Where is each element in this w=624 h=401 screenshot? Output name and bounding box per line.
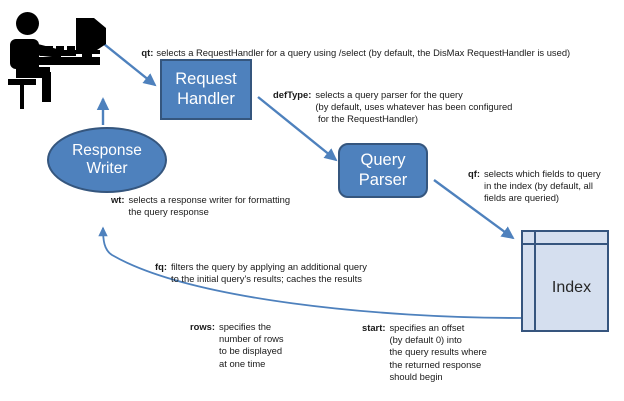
annotation-qf-body: selects which fields to query in the ind… xyxy=(483,168,601,204)
annotation-rows: rows: specifies the number of rows to be… xyxy=(190,321,284,370)
annotation-qt-body: selects a RequestHandler for a query usi… xyxy=(156,47,571,59)
node-response-writer[interactable]: Response Writer xyxy=(47,127,167,193)
connector-query-parser-to-index xyxy=(433,179,515,240)
index-label: Index xyxy=(551,278,592,296)
annotation-qf: qf: selects which fields to query in the… xyxy=(468,168,601,205)
node-query-parser-line2: Parser xyxy=(358,170,408,189)
annotation-start: start: specifies an offset (by default 0… xyxy=(362,322,487,383)
index-left-band xyxy=(534,232,536,330)
annotation-fq-body: filters the query by applying an additio… xyxy=(170,261,367,285)
annotation-deftype-key: defType: xyxy=(273,89,312,100)
node-index[interactable]: Index xyxy=(521,230,609,332)
connector-request-handler-to-query-parser xyxy=(257,96,338,162)
annotation-qt-key: qt: xyxy=(141,47,154,59)
annotation-wt: wt: selects a response writer for format… xyxy=(111,194,290,218)
node-request-handler[interactable]: Request Handler xyxy=(160,59,252,120)
annotation-deftype: defType: selects a query parser for the … xyxy=(273,89,512,126)
annotation-start-key: start: xyxy=(362,322,386,333)
annotation-wt-key: wt: xyxy=(111,194,125,205)
annotation-start-body: specifies an offset (by default 0) into … xyxy=(389,322,487,382)
annotation-rows-key: rows: xyxy=(190,321,216,332)
connector-index-to-response-writer xyxy=(98,226,522,319)
user-at-computer-icon xyxy=(8,12,106,109)
annotation-qf-key: qf: xyxy=(468,168,480,179)
node-response-writer-line1: Response xyxy=(72,141,142,159)
node-request-handler-line1: Request xyxy=(175,70,237,89)
annotation-fq-key: fq: xyxy=(155,261,167,272)
annotation-fq: fq: filters the query by applying an add… xyxy=(155,261,367,285)
annotation-wt-body: selects a response writer for formatting… xyxy=(128,194,291,218)
node-query-parser-line1: Query xyxy=(360,151,406,170)
annotation-qt: qt:selects a RequestHandler for a query … xyxy=(131,35,570,72)
node-query-parser[interactable]: Query Parser xyxy=(338,143,428,198)
connector-user-to-request-handler xyxy=(98,39,157,87)
node-response-writer-line2: Writer xyxy=(86,160,128,177)
annotation-rows-body: specifies the number of rows to be displ… xyxy=(219,321,284,369)
node-request-handler-line2: Handler xyxy=(177,89,235,108)
annotation-deftype-body: selects a query parser for the query (by… xyxy=(315,89,513,125)
index-top-band xyxy=(523,243,607,245)
